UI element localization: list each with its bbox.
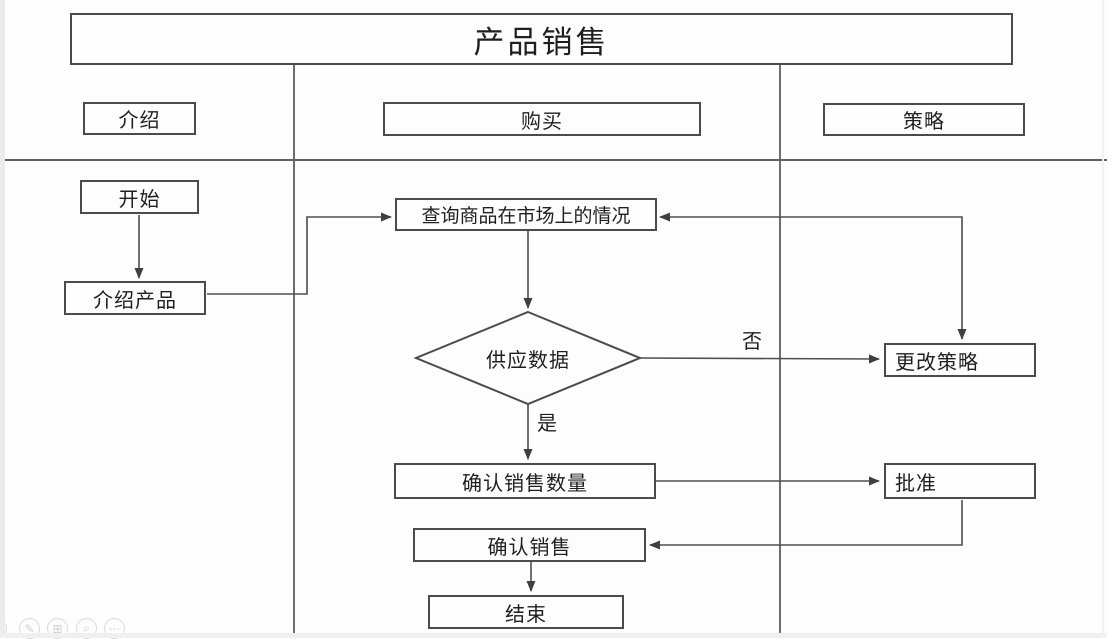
node-change-strategy-label: 更改策略: [895, 351, 979, 374]
node-supply-data-decision: 供应数据: [428, 344, 628, 372]
node-introduce-product-label: 介绍产品: [93, 289, 177, 312]
decision-diamond-shape: [413, 310, 643, 406]
node-start: 开始: [80, 180, 199, 214]
lane-header-intro-label: 介绍: [118, 110, 161, 132]
edge-introduce-to-check: [207, 212, 392, 295]
diagram-title-text: 产品销售: [473, 24, 610, 60]
search-glyph: ⌕: [83, 621, 90, 635]
photo-right-edge: [1102, 0, 1104, 638]
apps-grid-glyph: ⊞: [52, 621, 63, 636]
lane-header-intro: 介绍: [83, 102, 196, 135]
diagram-title: 产品销售: [70, 13, 1013, 65]
edge-approve-to-confirm-sale: [649, 500, 963, 550]
photo-left-edge: [0, 0, 5, 638]
node-approve-label: 批准: [895, 472, 937, 495]
node-confirm-quantity: 确认销售数量: [394, 463, 656, 499]
more-glyph: ⋯: [108, 621, 121, 636]
edit-pencil-glyph: ✎: [24, 621, 35, 636]
lane-header-separator: [4, 159, 1107, 161]
lane-divider-1: [293, 65, 295, 634]
lane-header-strategy-label: 策略: [903, 111, 945, 133]
node-change-strategy: 更改策略: [884, 343, 1036, 377]
edge-label-yes: 是: [537, 407, 557, 436]
node-approve: 批准: [884, 463, 1036, 499]
node-confirm-sale-label: 确认销售: [487, 536, 572, 559]
node-end-label: 结束: [505, 603, 547, 626]
edge-change-strategy-check-loop: [659, 212, 967, 340]
lane-header-buy-label: 购买: [521, 110, 563, 133]
node-end: 结束: [428, 595, 624, 629]
lane-header-strategy: 策略: [823, 103, 1025, 136]
node-check-market-label: 查询商品在市场上的情况: [421, 206, 631, 227]
node-check-market: 查询商品在市场上的情况: [395, 198, 657, 231]
lane-divider-2: [779, 65, 781, 634]
photo-bottom-edge: [0, 633, 1107, 638]
node-confirm-sale: 确认销售: [413, 528, 646, 562]
node-introduce-product: 介绍产品: [64, 281, 206, 315]
edge-label-no-text: 否: [742, 331, 762, 353]
edge-label-yes-text: 是: [537, 413, 557, 435]
node-start-label: 开始: [118, 188, 161, 211]
lane-header-buy: 购买: [383, 102, 701, 136]
node-supply-data-label: 供应数据: [486, 349, 570, 372]
node-confirm-quantity-label: 确认销售数量: [462, 472, 588, 495]
edge-decision-no-to-change-strategy: [639, 354, 880, 364]
edge-label-no: 否: [742, 325, 762, 354]
